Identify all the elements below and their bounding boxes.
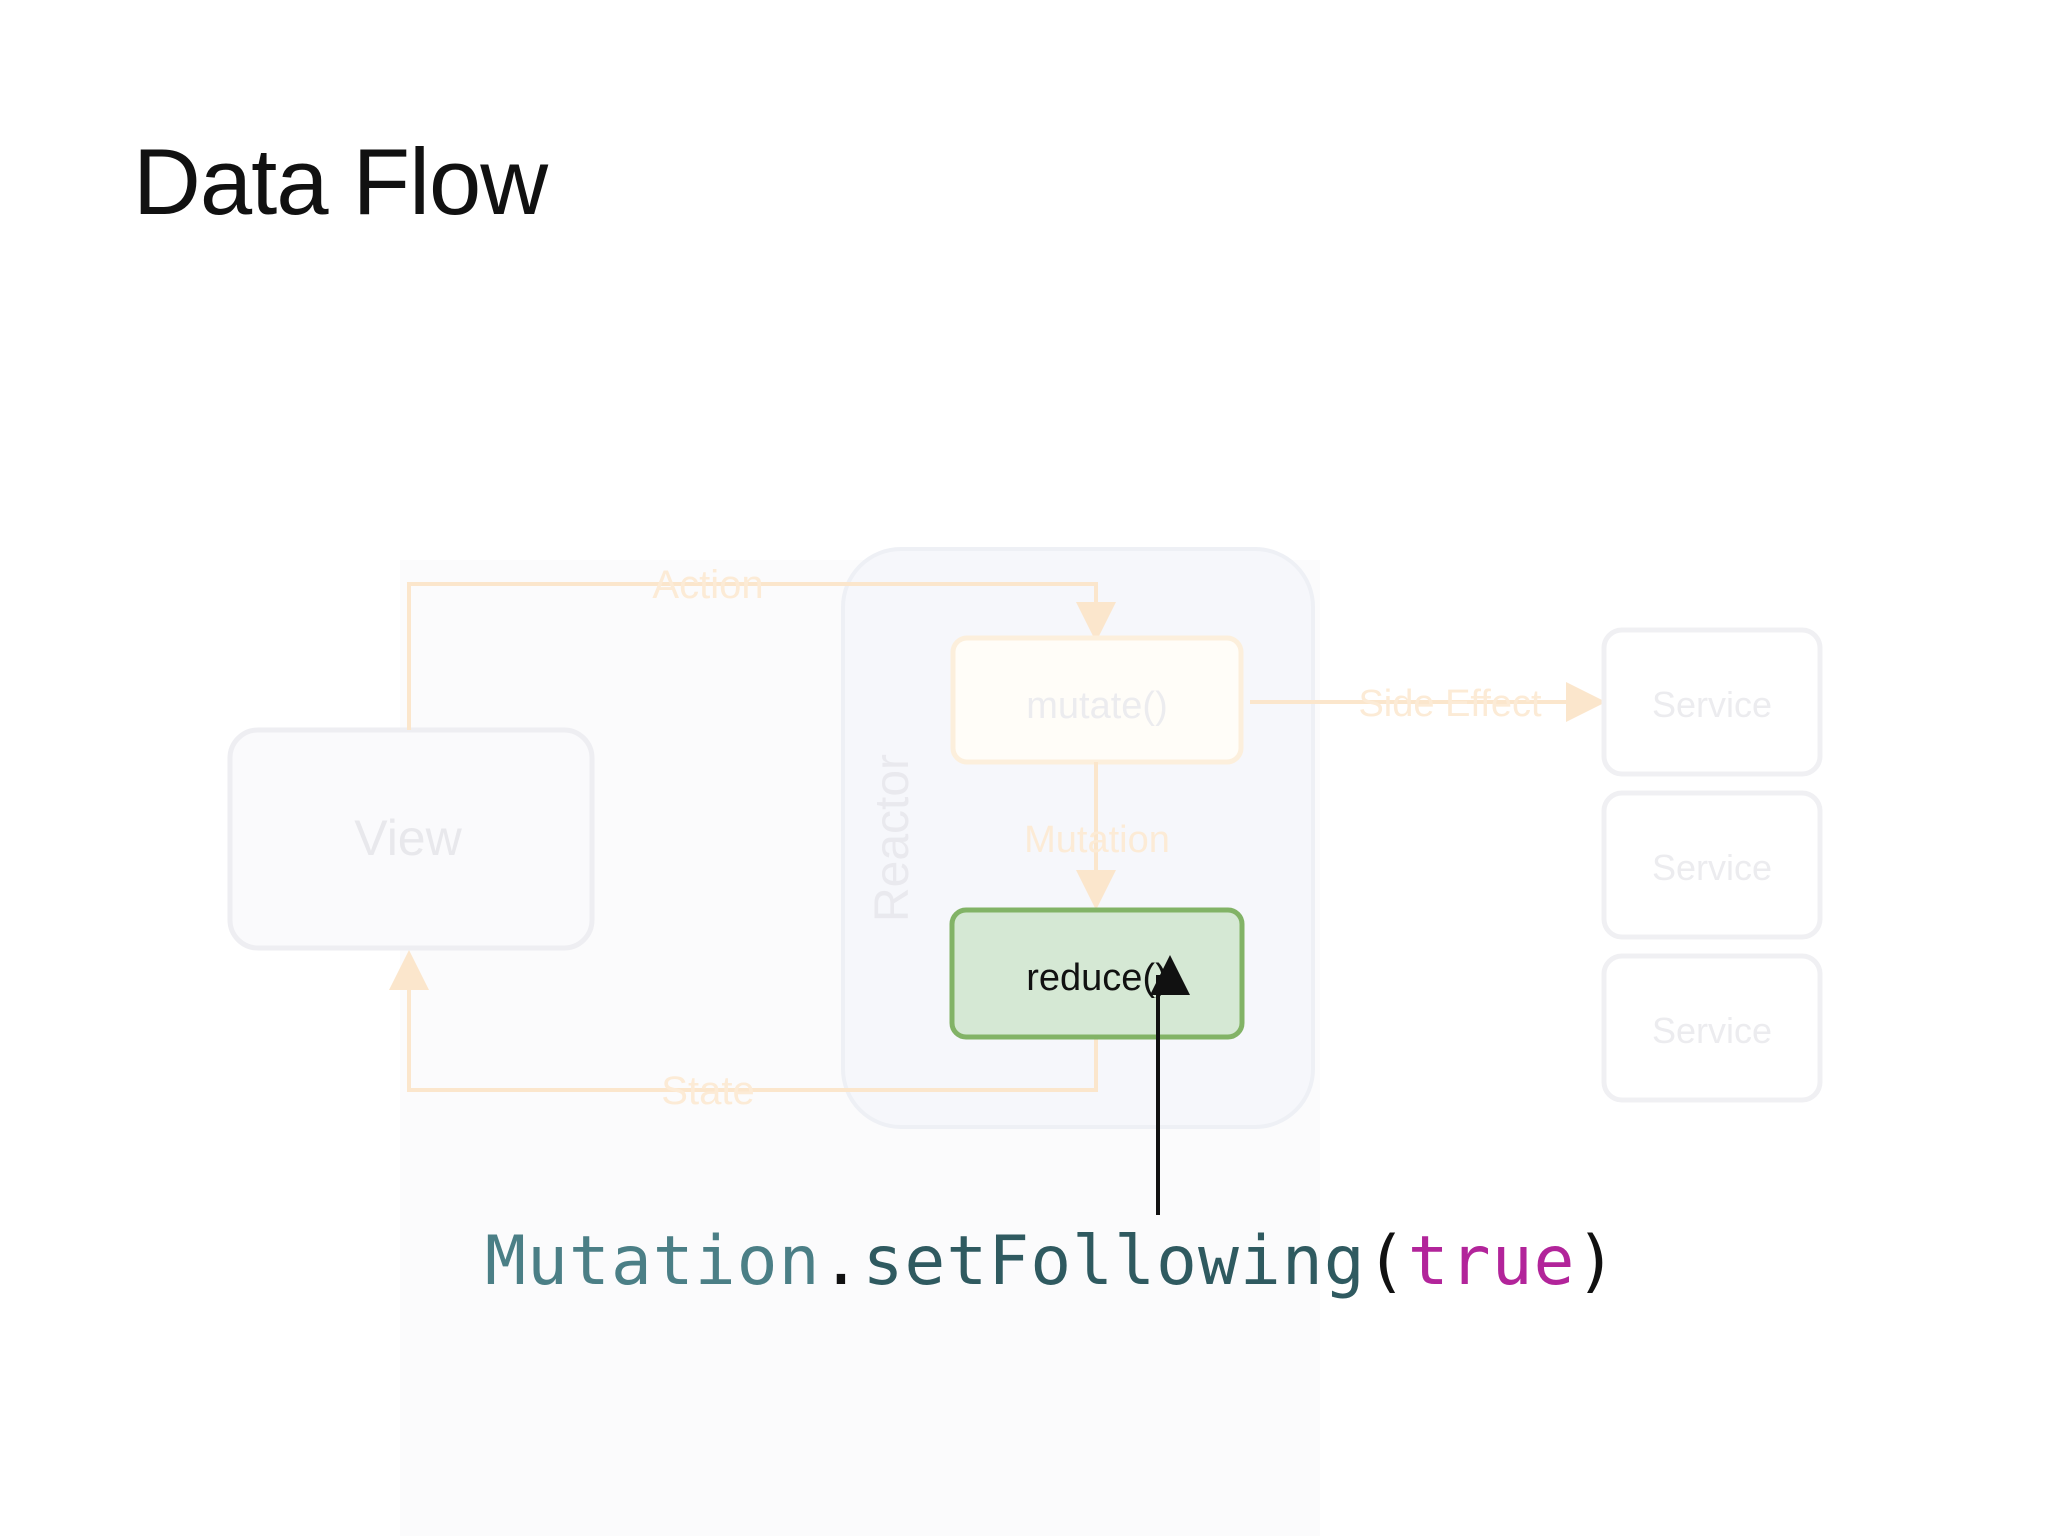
code-snippet: Mutation.setFollowing(true)	[485, 1222, 1617, 1301]
code-type-name: Mutation	[485, 1222, 821, 1301]
code-method-name: setFollowing	[862, 1222, 1366, 1301]
reduce-label: reduce()	[1026, 957, 1168, 999]
service-box-3	[1601, 953, 1823, 1103]
service-label-1: Service	[1652, 684, 1772, 725]
code-dot: .	[820, 1222, 863, 1301]
state-label: State	[661, 1069, 754, 1113]
mutation-label: Mutation	[1024, 819, 1170, 861]
service-box-2	[1601, 790, 1823, 940]
action-arrow	[407, 582, 1116, 730]
code-close-paren: )	[1575, 1222, 1618, 1301]
service-label-2: Service	[1652, 847, 1772, 888]
reduce-box	[949, 907, 1245, 1040]
service-label-3: Service	[1652, 1010, 1772, 1051]
code-argument: true	[1407, 1222, 1576, 1301]
view-label: View	[354, 810, 462, 866]
code-open-paren: (	[1365, 1222, 1408, 1301]
side-effect-label: Side Effect	[1358, 683, 1542, 725]
reactor-label: Reactor	[866, 754, 919, 922]
service-box-1	[1601, 627, 1823, 777]
mutate-label: mutate()	[1026, 685, 1167, 727]
slide-title: Data Flow	[133, 129, 548, 234]
action-label: Action	[652, 563, 763, 607]
state-arrow	[389, 950, 1098, 1092]
